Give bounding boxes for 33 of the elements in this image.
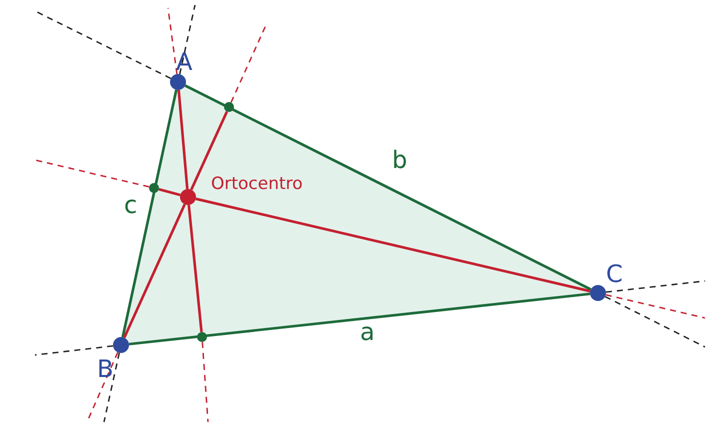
extension-line bbox=[34, 345, 114, 356]
extension-line bbox=[230, 24, 267, 103]
triangle-side bbox=[128, 292, 590, 346]
altitude-line bbox=[188, 204, 203, 332]
vertex-label: A bbox=[176, 50, 192, 74]
foot-point bbox=[197, 332, 207, 342]
extension-line bbox=[167, 8, 178, 74]
altitude-line bbox=[196, 198, 590, 292]
vertex-point bbox=[113, 337, 129, 353]
side-label: a bbox=[360, 320, 375, 344]
extension-line bbox=[202, 342, 209, 422]
extension-line bbox=[606, 294, 706, 319]
side-label: b bbox=[392, 148, 408, 172]
altitude-line bbox=[190, 111, 228, 190]
foot-point bbox=[149, 183, 159, 193]
vertex-label: B bbox=[97, 357, 114, 381]
orthocenter-label: Ortocentro bbox=[211, 176, 303, 193]
extension-line bbox=[179, 4, 196, 74]
altitude-line bbox=[177, 90, 189, 190]
vertex-point bbox=[170, 74, 186, 90]
foot-point bbox=[224, 102, 234, 112]
extension-line bbox=[103, 352, 120, 422]
triangle-side bbox=[121, 90, 178, 338]
altitude-line bbox=[123, 204, 186, 338]
triangle-side bbox=[184, 84, 592, 291]
altitude-line bbox=[158, 188, 181, 196]
extension-line bbox=[604, 296, 706, 348]
side-label: c bbox=[124, 193, 138, 217]
vertex-label: C bbox=[606, 262, 623, 286]
vertex-point bbox=[590, 285, 606, 301]
extension-line bbox=[34, 159, 150, 188]
extension-line bbox=[606, 280, 706, 293]
extension-line bbox=[34, 10, 172, 80]
